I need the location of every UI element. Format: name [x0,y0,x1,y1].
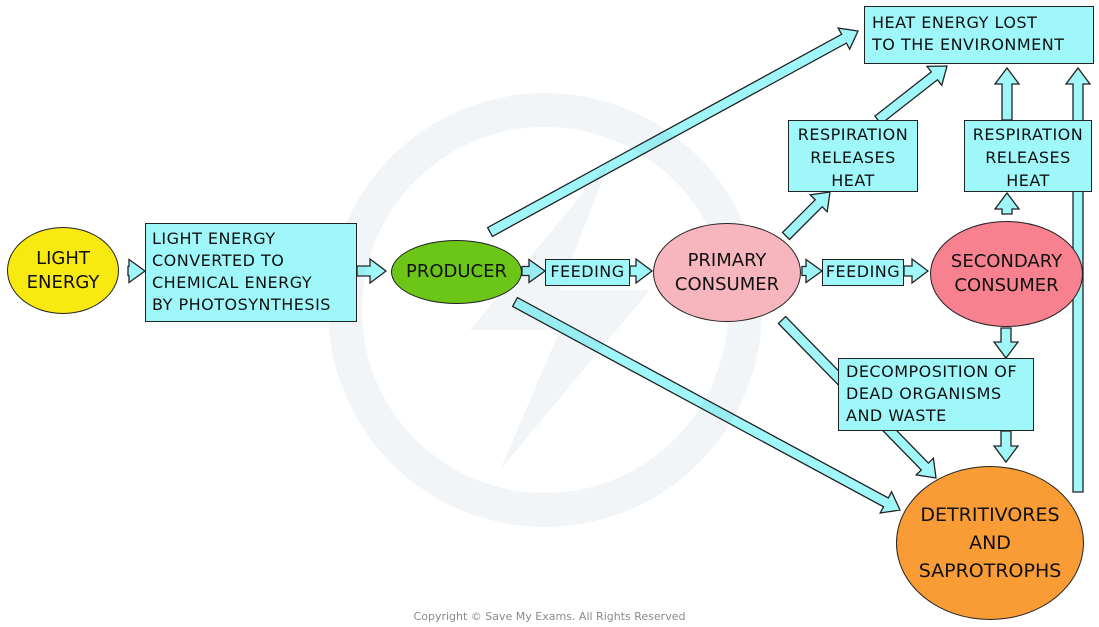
arrow-photosynthesis-to-producer [356,257,388,285]
label-line: CHEMICAL ENERGY [152,273,313,292]
label-line: HEAT [1006,171,1050,190]
arrow-feeding-to-secondary [903,257,930,285]
arrow-respiration-to-heat [873,65,948,125]
arrow-secondary-to-decomposition [992,327,1020,360]
arrow-producer-to-heat [486,27,859,238]
label-line: BY PHOTOSYNTHESIS [152,295,331,314]
label-line: FEEDING [550,262,625,281]
label-line: ENERGY [26,271,100,293]
label-line: FEEDING [825,262,901,281]
label-line: PRODUCER [405,261,507,282]
label-line: AND [969,532,1011,554]
label-line: DEAD ORGANISMS [846,384,1002,403]
arrow-decomposition-to-detritivores [992,430,1020,464]
respiration-box-primary: RESPIRATION RELEASES HEAT [788,120,918,192]
label-line: HEAT ENERGY LOST [872,13,1038,32]
arrow-primary-to-feeding [801,258,824,284]
feeding-box-primary: FEEDING [822,259,904,286]
label-line: SAPROTROPHS [918,560,1062,582]
label-line: RELEASES [810,148,896,167]
secondary-consumer-node: SECONDARY CONSUMER [930,221,1083,327]
label-line: AND WASTE [846,406,947,425]
arrow-primary-to-respiration [781,191,831,241]
label-line: RESPIRATION [797,125,909,144]
feeding-box-producer: FEEDING [545,259,630,286]
label-line: LIGHT [36,247,90,269]
arrow-feeding-to-primary [629,257,654,285]
label-line: HEAT [831,171,875,190]
arrow-producer-to-feeding [521,258,547,284]
label-line: LIGHT ENERGY [152,229,276,248]
heat-lost-box: HEAT ENERGY LOST TO THE ENVIRONMENT [864,6,1094,64]
label-line: CONSUMER [674,273,780,295]
arrow-light-to-photosynthesis [127,258,147,284]
label-line: DETRITIVORES [920,504,1060,526]
label-line: TO THE ENVIRONMENT [872,35,1065,54]
photosynthesis-box: LIGHT ENERGY CONVERTED TO CHEMICAL ENERGY B… [145,223,357,322]
decomposition-box: DECOMPOSITION OF DEAD ORGANISMS AND WASTE [838,358,1034,431]
copyright-notice: Copyright © Save My Exams. All Rights Re… [413,610,686,623]
label-line: CONSUMER [954,275,1059,296]
label-line: RESPIRATION [972,125,1084,144]
label-line: CONVERTED TO [152,251,285,270]
arrow-secondary-to-respiration [993,191,1021,215]
arrow-producer-to-detritivores [511,296,901,514]
producer-node: PRODUCER [391,240,522,304]
label-line: RELEASES [985,148,1071,167]
detritivores-node: DETRITIVORES AND SAPROTROPHS [896,466,1084,620]
label-line: SECONDARY [950,251,1063,272]
arrow-respiration-to-heat-2 [993,66,1021,121]
label-line: PRIMARY [687,249,767,271]
label-line: DECOMPOSITION OF [846,362,1018,381]
respiration-box-secondary: RESPIRATION RELEASES HEAT [964,120,1092,192]
